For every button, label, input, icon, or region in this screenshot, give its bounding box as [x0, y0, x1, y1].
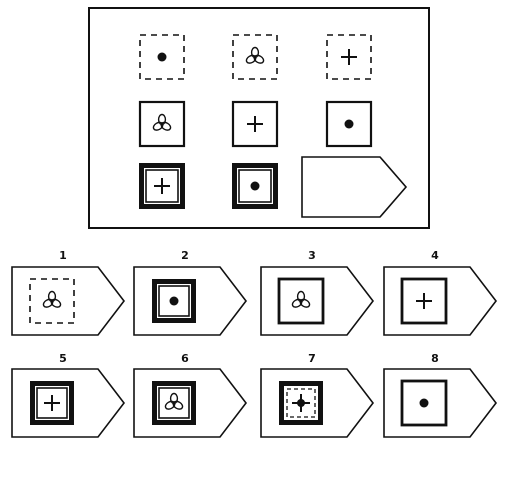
option-card-outline	[383, 368, 498, 438]
matrix-cell-r1-c1	[139, 34, 185, 80]
option-7[interactable]: 7	[260, 352, 375, 438]
matrix-cell-r3-c3	[301, 156, 408, 218]
dot-symbol	[157, 52, 167, 62]
dashed-frame	[139, 34, 185, 80]
answer-options: 1 2 3 4 5 6 7 8	[11, 249, 498, 438]
option-number: 2	[181, 249, 189, 262]
option-number: 3	[308, 249, 316, 262]
option-1[interactable]: 1	[11, 249, 126, 336]
dot-symbol	[344, 119, 354, 129]
dot-symbol	[419, 398, 429, 408]
option-card-outline	[260, 266, 375, 336]
option-number: 4	[431, 249, 439, 262]
trefoil-symbol	[245, 46, 265, 64]
solid-frame	[231, 100, 279, 148]
matrix-cell-r1-c3	[326, 34, 372, 80]
plus-symbol	[44, 395, 60, 411]
plus-symbol	[247, 116, 263, 132]
matrix-cell-r2-c1	[138, 100, 186, 148]
bold-plus-symbol	[292, 394, 310, 412]
option-number: 8	[431, 352, 439, 365]
option-card-outline	[11, 266, 126, 336]
option-card-outline	[383, 266, 498, 336]
plus-symbol	[416, 293, 432, 309]
solid-frame	[325, 100, 373, 148]
plus-symbol	[154, 178, 170, 194]
dashed-frame	[326, 34, 372, 80]
option-2[interactable]: 2	[133, 249, 248, 336]
matrix-panel	[88, 7, 430, 229]
trefoil-symbol	[42, 290, 62, 308]
option-number: 7	[308, 352, 316, 365]
matrix-cell-r2-c3	[325, 100, 373, 148]
solid-frame	[400, 379, 448, 427]
trefoil-symbol	[291, 290, 311, 308]
solid-frame	[138, 100, 186, 148]
option-6[interactable]: 6	[133, 352, 248, 438]
dot-symbol	[250, 181, 260, 191]
option-8[interactable]: 8	[383, 352, 498, 438]
option-5[interactable]: 5	[11, 352, 126, 438]
solid-frame	[277, 277, 325, 325]
missing-answer-slot	[301, 156, 408, 218]
solid-frame	[400, 277, 448, 325]
dot-symbol	[169, 296, 179, 306]
trefoil-symbol	[164, 392, 184, 410]
matrix-cell-r2-c2	[231, 100, 279, 148]
option-number: 5	[59, 352, 67, 365]
plus-symbol	[341, 49, 357, 65]
option-3[interactable]: 3	[260, 249, 375, 336]
matrix-cell-r1-c2	[232, 34, 278, 80]
matrix-cell-r3-c2	[232, 163, 278, 209]
dashed-frame	[232, 34, 278, 80]
trefoil-symbol	[152, 113, 172, 131]
option-number: 1	[59, 249, 67, 262]
matrix-grid	[138, 34, 408, 218]
dashed-frame	[29, 278, 75, 324]
matrix-cell-r3-c1	[139, 163, 185, 209]
option-number: 6	[181, 352, 189, 365]
option-4[interactable]: 4	[383, 249, 498, 336]
